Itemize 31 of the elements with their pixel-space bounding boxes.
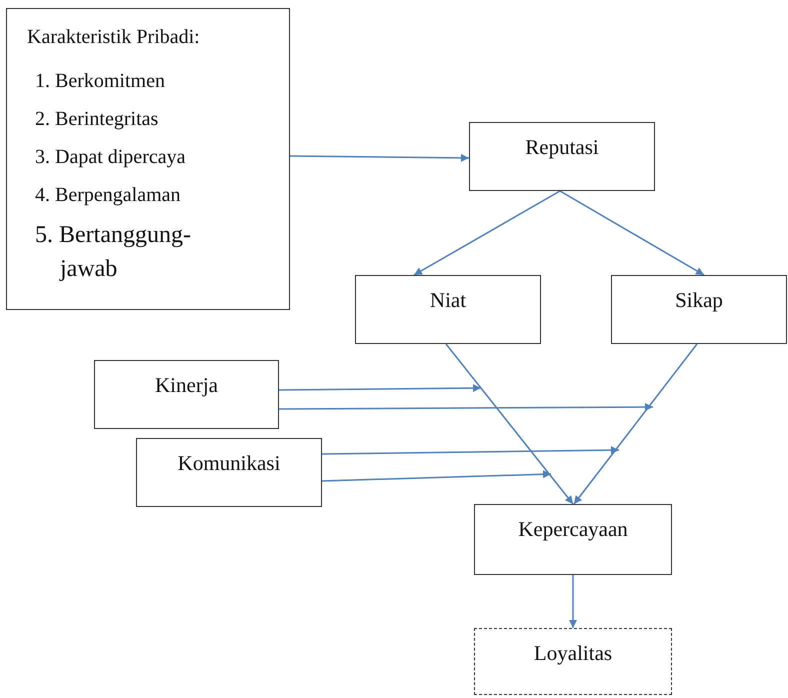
box-label: Kepercayaan [517, 517, 629, 542]
process-box [136, 438, 322, 507]
list-item: 1. Berkomitmen [35, 69, 166, 94]
list-heading: Karakteristik Pribadi: [27, 25, 201, 50]
process-box [355, 275, 541, 344]
process-box [611, 275, 787, 344]
arrow [290, 154, 469, 162]
box-label: Kinerja [154, 373, 219, 398]
box-label: Niat [428, 288, 468, 313]
process-box [469, 122, 655, 191]
arrow [322, 470, 552, 482]
arrow [560, 190, 704, 276]
process-box [474, 504, 672, 575]
box-label: Loyalitas [532, 641, 614, 666]
process-box [94, 360, 279, 429]
process-box [474, 628, 672, 695]
arrow [322, 446, 619, 455]
list-item: 5. Bertanggung-jawab [35, 221, 192, 284]
box-label: Komunikasi [176, 451, 282, 476]
box-label: Sikap [674, 288, 724, 313]
arrow [573, 344, 698, 504]
list-item: 3. Dapat dipercaya [35, 145, 186, 170]
box-label: Reputasi [524, 135, 600, 160]
arrow [445, 344, 574, 504]
arrow [279, 403, 653, 412]
list-box [6, 8, 290, 310]
arrow [414, 190, 560, 276]
list-item: 4. Berpengalaman [35, 183, 182, 208]
arrow [279, 384, 481, 392]
arrow [569, 575, 577, 628]
list-item: 2. Berintegritas [35, 107, 160, 132]
